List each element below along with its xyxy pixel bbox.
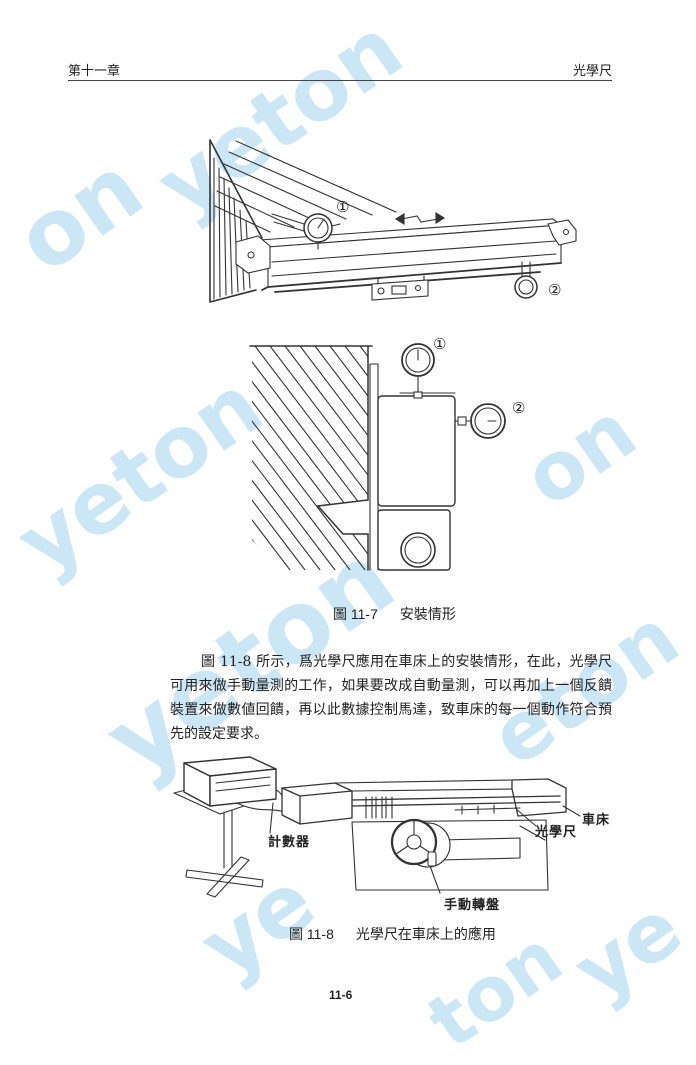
handwheel-rim bbox=[390, 818, 438, 866]
wall-section-hatching bbox=[252, 346, 368, 570]
label-leader-lines bbox=[269, 802, 581, 894]
body-paragraph: 圖 11-8 所示，爲光學尺應用在車床上的安裝情形，在此，光學尺 可用來做手動量… bbox=[170, 650, 612, 746]
figure-caption-11-7: 圖 11-7 安裝情形 bbox=[333, 605, 456, 624]
paragraph-line: 圖 11-8 所示，爲光學尺應用在車床上的安裝情形，在此，光學尺 bbox=[201, 654, 612, 670]
label-optical-scale: 光學尺 bbox=[534, 824, 577, 840]
dial-body bbox=[514, 275, 538, 299]
figure-title: 光學尺在車床上的應用 bbox=[355, 927, 496, 943]
figure-11-8-lathe-application: 計數器 光學尺 車床 手動轉盤 bbox=[173, 756, 610, 913]
counter-unit bbox=[173, 756, 277, 815]
lathe-optical-scale bbox=[351, 795, 561, 807]
dial-indicator-2 bbox=[514, 261, 538, 299]
dial-needle bbox=[317, 218, 341, 250]
bracket-plate bbox=[235, 235, 271, 274]
dial-stand-arm bbox=[271, 213, 305, 232]
figure-number: 圖 11-8 bbox=[289, 926, 334, 942]
optical-scale-bar bbox=[258, 218, 563, 293]
figure-caption-11-8: 圖 11-8 光學尺在車床上的應用 bbox=[289, 925, 496, 944]
dial-face bbox=[518, 279, 534, 295]
reader-head-body bbox=[371, 279, 429, 301]
arrow-head-right bbox=[435, 212, 446, 224]
housing-roller-inner bbox=[404, 536, 432, 564]
scale-slot-lines bbox=[271, 240, 557, 277]
lathe-base bbox=[351, 819, 549, 891]
dial-label-2: ② bbox=[512, 399, 525, 417]
counter-stand-pole bbox=[223, 809, 233, 869]
scale-housing bbox=[377, 392, 456, 571]
counter-display-window bbox=[215, 776, 271, 792]
dial-face bbox=[405, 347, 431, 373]
movement-arrow bbox=[394, 212, 446, 225]
lathe-headstock bbox=[281, 782, 353, 825]
bracket-screw bbox=[562, 228, 570, 236]
dial-face bbox=[307, 217, 329, 239]
reader-head-mount bbox=[377, 275, 425, 285]
handwheel-handle bbox=[427, 851, 437, 867]
dial-bracket bbox=[521, 261, 531, 278]
watermark: yeton bbox=[0, 356, 281, 594]
lathe-bed bbox=[334, 779, 513, 792]
header-rule bbox=[68, 80, 612, 81]
bracket-plate bbox=[547, 219, 577, 246]
lathe-carriage bbox=[365, 796, 521, 819]
housing-upper-block bbox=[377, 395, 456, 507]
housing-roller bbox=[400, 532, 436, 568]
mounting-bracket-right bbox=[547, 219, 577, 246]
arrow-shaft bbox=[401, 215, 439, 223]
figure-title: 安裝情形 bbox=[399, 607, 456, 623]
wall-section-outline bbox=[249, 345, 373, 571]
paragraph-line: 裝置來做數値回饋，再以此數據控制馬達，致車床的每一個動作符合預 bbox=[170, 702, 612, 718]
machine-surface-hatching bbox=[214, 140, 397, 233]
housing-lower-block bbox=[377, 509, 451, 571]
dial-label-1: ① bbox=[433, 335, 446, 353]
dial-label-1: ① bbox=[336, 198, 349, 216]
handwheel bbox=[390, 818, 451, 868]
paragraph-line: 先的設定要求。 bbox=[170, 726, 268, 742]
reader-head-screw bbox=[414, 284, 422, 292]
figure-11-7-installation-view: ① ② bbox=[209, 139, 577, 303]
wall-face-hatching bbox=[213, 157, 251, 300]
reader-head-window bbox=[391, 285, 407, 295]
wall-corner-outline bbox=[209, 139, 263, 303]
label-lathe: 車床 bbox=[582, 812, 610, 828]
bracket-screw bbox=[247, 251, 255, 259]
running-header-chapter: 第十一章 bbox=[68, 64, 121, 79]
paragraph-line: 可用來做手動量測的工作，如果要改成自動量測，可以再加上一個反饋 bbox=[170, 678, 612, 694]
lathe-tailstock bbox=[511, 778, 567, 817]
figure-11-7-section-view: ① ② bbox=[249, 335, 525, 571]
dial-contact bbox=[413, 391, 423, 399]
watermark: on bbox=[0, 135, 162, 294]
mounting-plate bbox=[369, 363, 379, 571]
mounting-bracket-left bbox=[235, 235, 271, 274]
running-header-section: 光學尺 bbox=[572, 64, 612, 79]
lathe bbox=[281, 778, 567, 891]
arrow-head-left bbox=[394, 213, 405, 225]
dial-face bbox=[474, 407, 502, 435]
page-number: 11-6 bbox=[329, 988, 353, 1002]
dial-indicator-1 bbox=[271, 213, 341, 250]
dial-label-2: ② bbox=[548, 281, 561, 299]
reader-head bbox=[371, 275, 429, 301]
dial-contact bbox=[457, 416, 467, 426]
dial-indicator-1 bbox=[401, 343, 435, 399]
counter-stand-base bbox=[185, 856, 264, 898]
dial-indicator-2 bbox=[454, 403, 506, 439]
figure-number: 圖 11-7 bbox=[333, 606, 378, 622]
label-handwheel: 手動轉盤 bbox=[444, 897, 500, 913]
reader-head-screw bbox=[377, 287, 385, 295]
label-counter: 計數器 bbox=[268, 834, 310, 850]
